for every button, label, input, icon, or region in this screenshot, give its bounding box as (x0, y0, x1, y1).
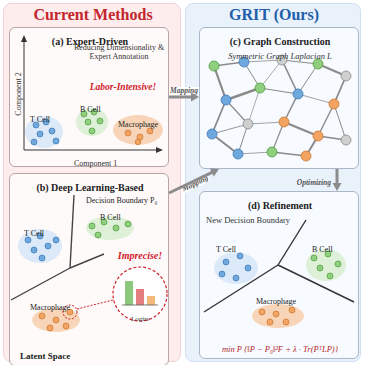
description-holder: Reducing Dimensionality & Expert Annotat… (72, 44, 166, 63)
cluster-label: B Cell (100, 214, 121, 223)
arrow-shaft (169, 96, 193, 99)
arrow-head (210, 168, 219, 176)
axis-label: Component 2 (15, 72, 24, 115)
cluster-label-holder: Macrophage (256, 290, 296, 308)
arrow-shaft (336, 169, 339, 185)
boundary-label: Decision Boundary P₀ (86, 197, 157, 206)
arrow-head (333, 183, 342, 191)
description: Symmetric Graph Laplacian L (228, 52, 332, 61)
cluster-label: Macrophage (30, 304, 70, 313)
logits-label: Logits (131, 316, 149, 324)
edge-label: Mapping (169, 87, 199, 95)
cluster-label-holder: T Cell (30, 108, 50, 126)
mapping-arrow (333, 169, 342, 191)
edge-label-holder: Mapping (169, 79, 199, 97)
box-title: (b) Deep Learning-Based (36, 182, 143, 193)
graph-illustration (207, 55, 351, 161)
panel-title-holder: GRIT (Ours) (186, 6, 362, 24)
box-title-holder: (b) Deep Learning-Based (10, 177, 170, 195)
cluster-label: B Cell (80, 106, 101, 115)
panel-title: GRIT (Ours) (229, 6, 319, 24)
description-holder: Symmetric Graph Laplacian L (200, 45, 360, 63)
arrow-head (191, 93, 199, 102)
warning-text: Labor-Intensive! (90, 82, 157, 92)
panel-title-holder: Current Methods (4, 6, 182, 24)
description: New Decision Boundary (206, 216, 290, 225)
cluster-label-holder: B Cell (100, 206, 121, 224)
arrow-shaft (169, 172, 214, 193)
axis-label: Component 1 (74, 160, 117, 169)
panel-title: Current Methods (33, 6, 152, 24)
warning-text: Imprecise! (118, 250, 162, 261)
cluster-label: T Cell (30, 116, 50, 125)
cluster-label: Macrophage (256, 298, 296, 307)
method-box: (a) Expert-DrivenReducing Dimensionality… (9, 27, 169, 167)
cluster-label: Macrophage (118, 121, 158, 130)
axis-label-holder: Component 2 (7, 72, 25, 115)
cluster-label-holder: B Cell (80, 98, 101, 116)
box-title-holder: (c) Graph Construction (200, 31, 360, 49)
box-title: (c) Graph Construction (230, 36, 331, 47)
space-caption-holder: Latent Space (20, 345, 100, 363)
mapping-arrow (169, 93, 199, 102)
cluster-label: T Cell (216, 246, 236, 255)
cluster-label-holder: Macrophage (30, 296, 70, 314)
edge-label-holder: Optimizing (296, 171, 332, 189)
edge-label: Optimizing (296, 179, 332, 187)
mapping-arrow (169, 168, 219, 193)
warning-text-holder: Imprecise! (112, 245, 168, 263)
axis-label-holder: Component 1 (74, 152, 117, 170)
refined-space (204, 220, 354, 328)
cluster-label: T Cell (24, 230, 44, 239)
cluster-label: B Cell (312, 246, 333, 255)
warning-text-holder: Labor-Intensive! (78, 76, 168, 94)
box-title-holder: (d) Refinement (200, 195, 360, 213)
latent-space (11, 195, 167, 332)
objective-formula-holder: min P {‖P − P₀‖²F + λ · Tr(PᵀLP)} (200, 338, 360, 356)
expert-scatter (21, 35, 163, 153)
space-caption: Latent Space (20, 352, 70, 362)
cluster-label-holder: T Cell (24, 222, 44, 240)
description: Reducing Dimensionality & Expert Annotat… (72, 44, 166, 62)
cluster-label-holder: B Cell (312, 238, 333, 256)
cluster-label-holder: T Cell (216, 238, 236, 256)
description-holder: New Decision Boundary (206, 209, 316, 227)
objective-formula: min P {‖P − P₀‖²F + λ · Tr(PᵀLP)} (222, 345, 338, 354)
box-title: (d) Refinement (248, 200, 312, 211)
